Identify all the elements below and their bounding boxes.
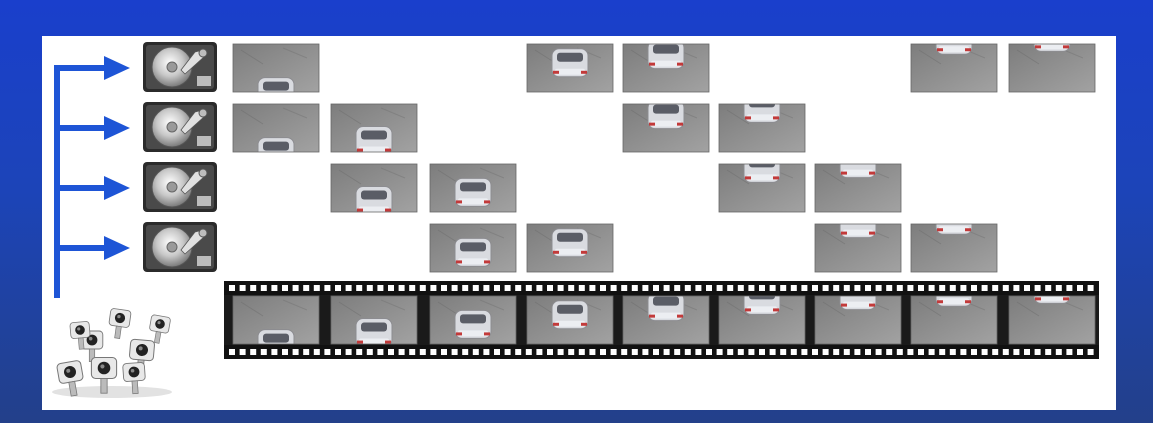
hard-drive-icon — [143, 222, 217, 272]
drive-row-4 — [430, 206, 997, 272]
car-icon — [356, 319, 392, 347]
car-icon — [1034, 23, 1070, 51]
car-icon — [744, 94, 780, 122]
video-frame-4 — [527, 224, 613, 272]
video-frame-6 — [719, 94, 805, 152]
video-frame-3 — [430, 224, 516, 272]
hard-drive-icon — [143, 162, 217, 212]
video-frame-6 — [719, 154, 805, 212]
video-frame-4 — [527, 44, 613, 92]
car-icon — [455, 238, 491, 266]
camera-icon — [107, 308, 131, 339]
video-frame-5 — [623, 101, 709, 152]
video-frame-5 — [623, 41, 709, 92]
video-frame-3 — [430, 164, 516, 212]
film-frame-4 — [527, 296, 613, 344]
arrow-right-icon — [54, 116, 130, 140]
film-bottom-rail — [224, 345, 1099, 359]
drive-row-1 — [233, 23, 1095, 105]
video-frame-2 — [331, 164, 417, 215]
film-frame-5 — [623, 293, 709, 344]
hard-drive-icon — [143, 102, 217, 152]
video-frame-7 — [815, 210, 901, 272]
car-icon — [648, 293, 684, 321]
car-icon — [258, 78, 294, 106]
film-frame-3 — [430, 296, 516, 344]
car-icon — [744, 154, 780, 182]
car-icon — [552, 229, 588, 257]
video-frame-9 — [1009, 23, 1095, 92]
car-icon — [648, 41, 684, 69]
car-icon — [648, 101, 684, 129]
car-icon — [552, 301, 588, 329]
car-icon — [936, 206, 972, 234]
drive-row-2 — [233, 94, 805, 165]
video-frame-8 — [911, 26, 997, 92]
film-strip — [224, 275, 1099, 359]
video-frame-2 — [331, 104, 417, 155]
film-frame-2 — [331, 296, 417, 347]
camera-group-icon — [52, 308, 172, 398]
arrow-right-icon — [54, 56, 130, 80]
car-icon — [936, 26, 972, 54]
hard-drive-column — [143, 42, 217, 272]
car-icon — [455, 310, 491, 338]
arrow-trunk — [54, 66, 60, 298]
distribution-arrows — [54, 56, 130, 298]
drive-frame-rows — [233, 23, 1095, 272]
video-frame-8 — [911, 206, 997, 272]
car-icon — [552, 49, 588, 77]
car-icon — [356, 127, 392, 155]
car-icon — [455, 178, 491, 206]
video-frame-7 — [815, 150, 901, 212]
arrow-right-icon — [54, 176, 130, 200]
arrow-right-icon — [54, 236, 130, 260]
camera-icon — [147, 314, 171, 344]
hard-drive-icon — [143, 42, 217, 92]
drive-row-3 — [331, 150, 901, 215]
film-top-rail — [224, 281, 1099, 295]
video-frame-1 — [233, 44, 319, 106]
car-icon — [356, 187, 392, 215]
video-frame-1 — [233, 104, 319, 166]
